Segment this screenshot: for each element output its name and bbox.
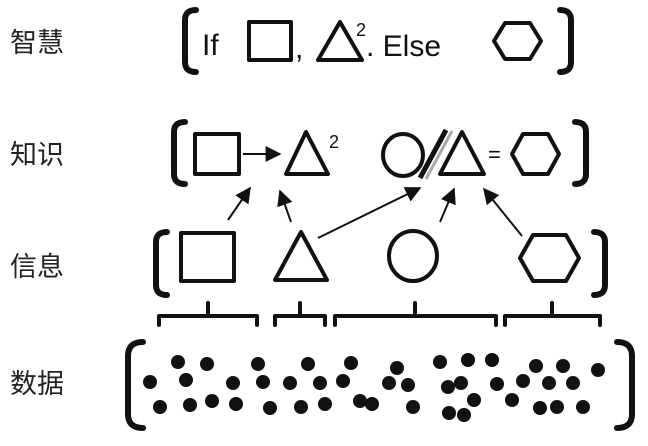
data-dot xyxy=(143,375,157,389)
info-to-knowledge-arrows xyxy=(227,186,523,239)
data-dot xyxy=(490,377,504,391)
data-dot xyxy=(591,363,605,377)
data-dot xyxy=(283,376,297,390)
arrow-triangle-to-square xyxy=(277,189,293,223)
data-dot xyxy=(516,374,530,388)
knowledge-slash-light xyxy=(424,130,454,180)
knowledge-square-shape xyxy=(193,132,241,176)
data-dot xyxy=(229,397,243,411)
data-dot xyxy=(263,401,277,415)
data-dot xyxy=(251,357,265,371)
data-dot xyxy=(529,359,543,373)
label-wisdom: 智慧 xyxy=(10,28,64,59)
data-dot xyxy=(171,355,185,369)
data-row xyxy=(125,339,635,431)
knowledge-slash-dark xyxy=(417,128,449,180)
data-dot xyxy=(353,394,367,408)
data-dot xyxy=(457,408,471,422)
knowledge-circle-shape xyxy=(381,132,425,178)
knowledge-power-text: 2 xyxy=(329,132,339,152)
label-information: 信息 xyxy=(10,252,64,283)
knowledge-equals-text: = xyxy=(488,142,501,167)
label-data: 数据 xyxy=(10,369,64,400)
information-square-shape xyxy=(179,231,236,283)
data-bracket-left xyxy=(125,339,146,431)
information-circle-shape xyxy=(387,229,439,283)
brace-triangle xyxy=(273,301,327,327)
data-dot xyxy=(382,376,396,390)
data-dot xyxy=(566,376,580,390)
data-dot xyxy=(153,400,167,414)
data-dot xyxy=(200,357,214,371)
data-dot xyxy=(226,376,240,390)
data-dot xyxy=(441,380,455,394)
knowledge-triangle-shape xyxy=(284,130,330,176)
data-dot xyxy=(576,400,590,414)
data-dot xyxy=(461,353,475,367)
data-dot xyxy=(179,373,193,387)
data-dot xyxy=(344,356,358,370)
knowledge-bracket-right xyxy=(572,119,589,187)
data-dot xyxy=(556,359,570,373)
brace-hexagon xyxy=(503,301,602,327)
wisdom-row: If , 2 . Else xyxy=(182,7,574,75)
arrow-hexagon-to-triangle xyxy=(482,187,523,237)
data-dot xyxy=(542,376,556,390)
wisdom-comma-text: , xyxy=(295,32,303,65)
data-dot xyxy=(205,394,219,408)
data-dot xyxy=(505,393,519,407)
data-dot xyxy=(550,400,564,414)
data-dot xyxy=(406,400,420,414)
wisdom-square-shape xyxy=(247,20,293,62)
arrow-triangle-to-circle xyxy=(317,187,422,239)
data-dot xyxy=(256,375,270,389)
wisdom-power-text: 2 xyxy=(356,20,366,40)
data-dot xyxy=(318,397,332,411)
data-dot xyxy=(183,398,197,412)
information-bracket-right xyxy=(591,229,608,298)
data-bracket-right xyxy=(614,339,635,431)
wisdom-bracket-left xyxy=(182,7,199,75)
wisdom-else-text: . Else xyxy=(366,30,441,63)
knowledge-row: 2 = xyxy=(171,119,589,187)
information-bracket-left xyxy=(153,229,170,298)
data-dot xyxy=(313,376,327,390)
information-triangle-shape xyxy=(273,230,329,282)
data-dot xyxy=(301,357,315,371)
brace-square xyxy=(157,301,259,327)
data-dot xyxy=(467,393,481,407)
data-dot xyxy=(365,397,379,411)
wisdom-triangle-shape xyxy=(316,20,364,62)
wisdom-bracket-right xyxy=(557,7,574,75)
brace-circle xyxy=(333,301,498,327)
data-dot xyxy=(401,378,415,392)
information-row xyxy=(153,229,608,298)
arrow-square-to-square xyxy=(227,186,251,221)
data-dot xyxy=(336,374,350,388)
knowledge-bracket-left xyxy=(171,119,188,187)
data-dot xyxy=(294,400,308,414)
label-knowledge: 知识 xyxy=(10,140,64,171)
arrow-circle-to-triangle xyxy=(439,187,456,223)
data-dots xyxy=(143,353,605,422)
information-hexagon-shape xyxy=(518,233,581,283)
data-dot xyxy=(533,401,547,415)
knowledge-triangle-b-shape xyxy=(438,130,486,176)
data-dot xyxy=(454,376,468,390)
data-dot xyxy=(433,355,447,369)
data-dot xyxy=(442,406,456,420)
knowledge-hexagon-shape xyxy=(510,132,561,176)
wisdom-if-text: If xyxy=(202,29,219,62)
data-dot xyxy=(485,353,499,367)
grouping-braces xyxy=(157,301,602,327)
wisdom-hexagon-shape xyxy=(492,21,543,61)
data-dot xyxy=(390,361,404,375)
